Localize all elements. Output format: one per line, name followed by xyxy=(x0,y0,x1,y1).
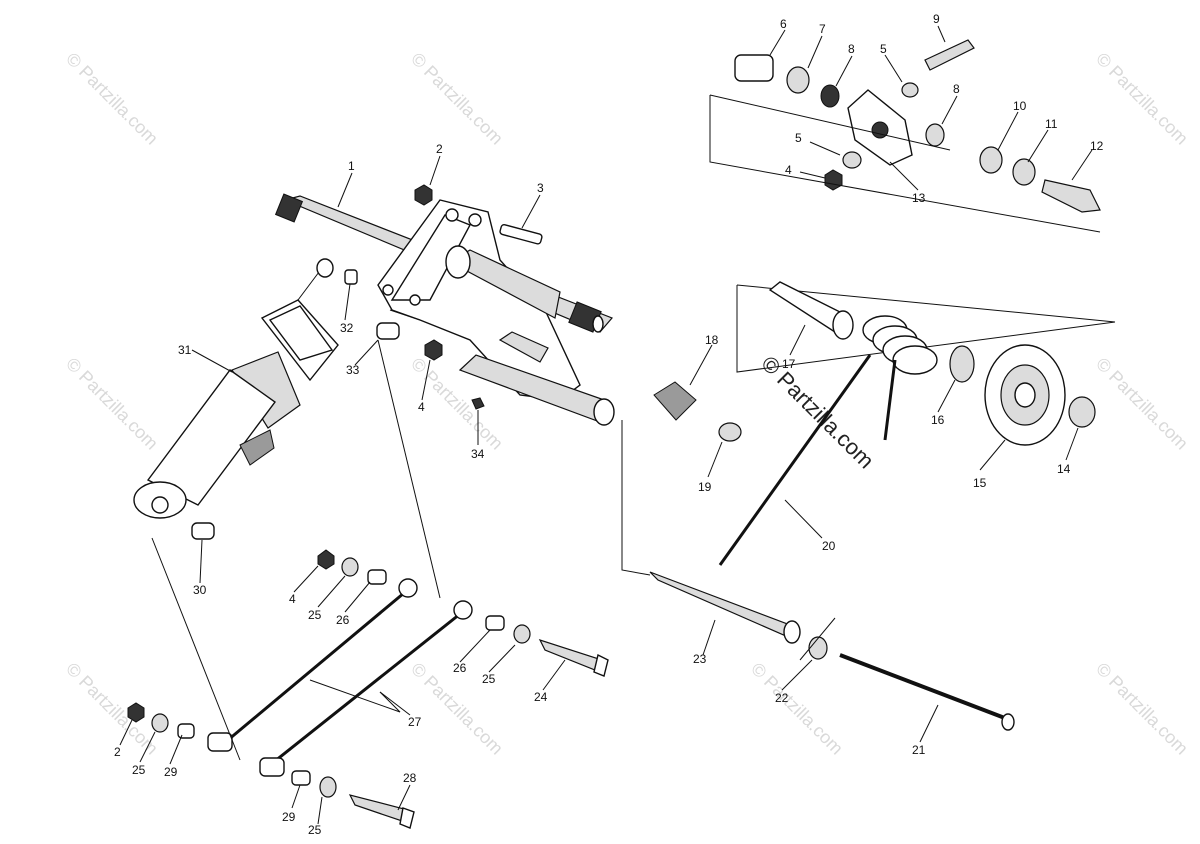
leader-lines xyxy=(119,25,1093,825)
callout-20: 20 xyxy=(822,539,836,553)
callout-24: 24 xyxy=(534,690,548,704)
callout-16: 16 xyxy=(931,413,945,427)
callout-18: 18 xyxy=(705,333,719,347)
callout-4: 4 xyxy=(418,400,425,414)
spring-group xyxy=(653,281,1116,566)
callout-2: 2 xyxy=(114,745,121,759)
callout-labels: 1 2 3 6 7 8 9 5 8 5 4 10 11 12 13 32 31 … xyxy=(114,12,1104,837)
callout-3: 3 xyxy=(537,181,544,195)
callout-25: 25 xyxy=(482,672,496,686)
callout-8: 8 xyxy=(953,82,960,96)
callout-31: 31 xyxy=(178,343,192,357)
callout-26: 26 xyxy=(453,661,467,675)
watermark-text: © Partzilla.com xyxy=(62,354,162,454)
watermark-text: © Partzilla.com xyxy=(407,49,507,149)
callout-11: 11 xyxy=(1045,117,1058,131)
callout-29: 29 xyxy=(164,765,178,779)
small-parts-frame xyxy=(191,184,543,540)
callout-27: 27 xyxy=(408,715,422,729)
callout-7: 7 xyxy=(819,22,826,36)
callout-4: 4 xyxy=(785,163,792,177)
top-right-bracket-group xyxy=(709,39,1101,233)
callout-13: 13 xyxy=(912,191,926,205)
callout-26: 26 xyxy=(336,613,350,627)
lower-rods xyxy=(127,339,1015,829)
callout-19: 19 xyxy=(698,480,712,494)
callout-5: 5 xyxy=(880,42,887,56)
callout-30: 30 xyxy=(193,583,207,597)
callout-34: 34 xyxy=(471,447,485,461)
torsion-spring xyxy=(862,315,938,375)
callout-25: 25 xyxy=(308,823,322,837)
part-31-shock xyxy=(133,258,339,519)
watermark-text: © Partzilla.com xyxy=(1092,659,1192,759)
callout-23: 23 xyxy=(693,652,707,666)
callout-32: 32 xyxy=(340,321,354,335)
callout-6: 6 xyxy=(780,17,787,31)
callout-21: 21 xyxy=(912,743,926,757)
watermark-text: © Partzilla.com xyxy=(62,659,162,759)
watermark-text: © Partzilla.com xyxy=(62,49,162,149)
callout-25: 25 xyxy=(308,608,322,622)
watermark-text: © Partzilla.com xyxy=(747,659,847,759)
callout-15: 15 xyxy=(973,476,987,490)
watermark-text: © Partzilla.com xyxy=(1092,354,1192,454)
callout-4: 4 xyxy=(289,592,296,606)
watermark-text: © Partzilla.com xyxy=(1092,49,1192,149)
callout-2: 2 xyxy=(436,142,443,156)
callout-5: 5 xyxy=(795,131,802,145)
callout-1: 1 xyxy=(348,159,355,173)
callout-14: 14 xyxy=(1057,462,1071,476)
callout-29: 29 xyxy=(282,810,296,824)
callout-12: 12 xyxy=(1090,139,1104,153)
callout-28: 28 xyxy=(403,771,417,785)
callout-17: 17 xyxy=(782,357,796,371)
callout-9: 9 xyxy=(933,12,940,26)
callout-10: 10 xyxy=(1013,99,1027,113)
callout-22: 22 xyxy=(775,691,789,705)
callout-33: 33 xyxy=(346,363,360,377)
callout-25: 25 xyxy=(132,763,146,777)
torsion-arm-frame xyxy=(377,199,615,426)
callout-8: 8 xyxy=(848,42,855,56)
